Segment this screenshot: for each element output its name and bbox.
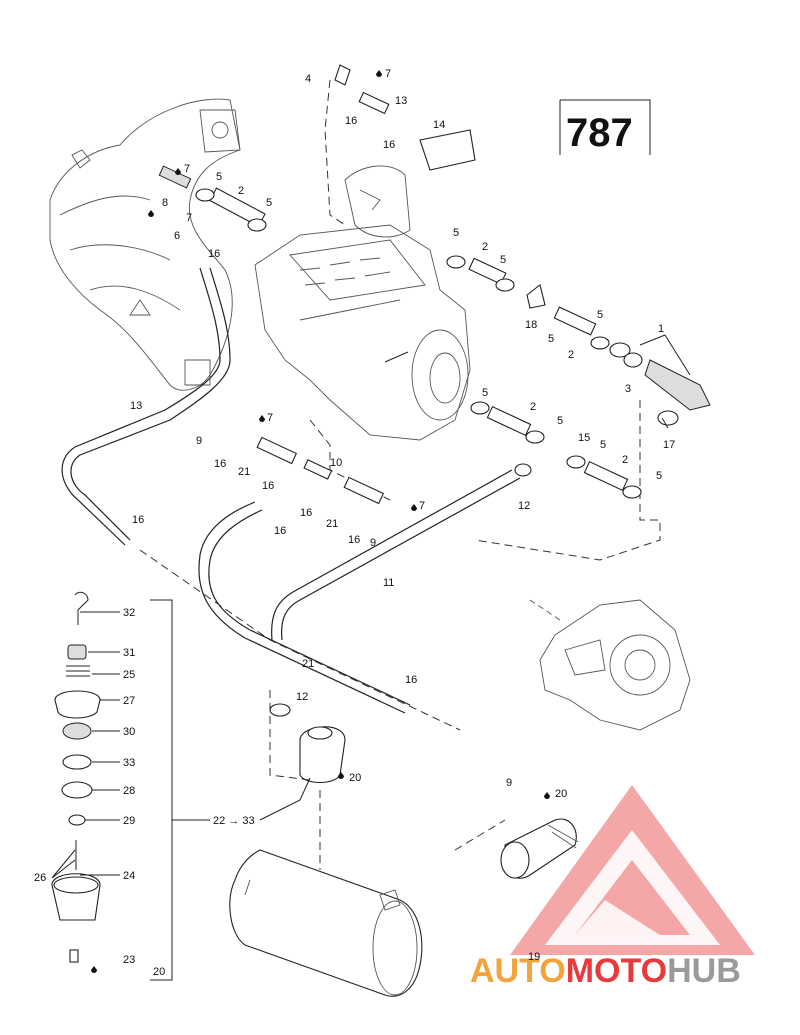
exhaust-manifold	[49, 98, 241, 391]
label-20: 20	[153, 966, 165, 978]
drop-icon	[148, 210, 154, 217]
watermark-word-auto: AUTO	[470, 952, 566, 990]
label-20: 20	[349, 772, 361, 784]
label-5: 5	[482, 387, 488, 399]
label-29: 29	[123, 815, 135, 827]
label-27: 27	[123, 695, 135, 707]
page-number-box: 787	[559, 99, 651, 155]
label-16: 16	[262, 480, 274, 492]
label-16: 16	[348, 534, 360, 546]
watermark-word-moto: MOTO	[566, 952, 667, 990]
label-5: 5	[548, 333, 554, 345]
watermark-word-hub: HUB	[667, 952, 741, 990]
label-5: 5	[656, 470, 662, 482]
label-12: 12	[296, 691, 308, 703]
label-20: 20	[555, 788, 567, 800]
label-16: 16	[383, 139, 395, 151]
label-19: 19	[528, 951, 540, 963]
label-18: 18	[525, 319, 537, 331]
label-28: 28	[123, 785, 135, 797]
hoses	[61, 79, 661, 870]
water-box-tank	[229, 849, 423, 997]
label-9: 9	[370, 537, 376, 549]
label-31: 31	[123, 647, 135, 659]
label-5: 5	[500, 254, 506, 266]
label-5: 5	[266, 197, 272, 209]
drop-icons	[91, 70, 550, 973]
label-5: 5	[600, 439, 606, 451]
label-10: 10	[330, 457, 342, 469]
label-1: 1	[658, 323, 664, 335]
label-4: 4	[305, 73, 311, 85]
drop-icon	[338, 772, 344, 779]
label-30: 30	[123, 726, 135, 738]
label-33: 33	[123, 757, 135, 769]
label-9: 9	[196, 435, 202, 447]
label-7: 7	[186, 212, 192, 224]
label-2: 2	[530, 401, 536, 413]
label-14: 14	[433, 119, 445, 131]
label-21: 21	[238, 466, 250, 478]
label-25: 25	[123, 669, 135, 681]
label-5: 5	[557, 415, 563, 427]
label-13: 13	[395, 95, 407, 107]
label-5: 5	[597, 309, 603, 321]
label-11: 11	[383, 577, 394, 589]
label-21: 21	[302, 658, 314, 670]
label-5: 5	[216, 171, 222, 183]
label-7: 7	[385, 68, 391, 80]
label-32: 32	[123, 607, 135, 619]
page-number: 787	[566, 111, 633, 155]
label-16: 16	[132, 514, 144, 526]
drop-icon	[259, 415, 265, 422]
engine-block	[254, 165, 471, 441]
label-17: 17	[663, 439, 675, 451]
label-16: 16	[274, 525, 286, 537]
label-26: 26	[34, 872, 46, 884]
label-7: 7	[419, 500, 425, 512]
label-7: 7	[267, 412, 273, 424]
label-23: 23	[123, 954, 135, 966]
label-16: 16	[208, 248, 220, 260]
jet-pump-housing	[529, 599, 691, 731]
label-2: 2	[622, 454, 628, 466]
drop-icon	[376, 70, 382, 77]
kit-exploded-view	[51, 591, 210, 981]
label-12: 12	[518, 500, 530, 512]
label-7: 7	[184, 163, 190, 175]
label-2: 2	[482, 241, 488, 253]
label-16: 16	[405, 674, 417, 686]
label-13: 13	[130, 400, 142, 412]
label-15: 15	[578, 432, 590, 444]
label-range: 22 → 33	[213, 815, 255, 827]
label-8: 8	[162, 197, 168, 209]
drop-icon	[91, 966, 97, 973]
watermark-logo: AUTOMOTOHUB	[470, 785, 755, 990]
svg-text:AUTOMOTOHUB: AUTOMOTOHUB	[470, 952, 741, 990]
drop-icon	[544, 792, 550, 799]
label-2: 2	[568, 349, 574, 361]
label-3: 3	[625, 383, 631, 395]
label-2: 2	[238, 185, 244, 197]
fittings	[158, 64, 711, 717]
leader-lines	[51, 334, 691, 879]
part-labels: 4 7 13 16 14 16 7 5 2 5 8 7 6 16 5 2 5 1…	[34, 68, 675, 978]
label-6: 6	[174, 230, 180, 242]
label-16: 16	[300, 507, 312, 519]
label-9: 9	[506, 777, 512, 789]
label-24: 24	[123, 870, 135, 882]
label-5: 5	[453, 227, 459, 239]
water-filter	[500, 818, 579, 879]
label-16: 16	[214, 458, 226, 470]
reservoir-bottle	[299, 726, 346, 784]
label-21: 21	[326, 518, 338, 530]
drop-icon	[175, 168, 181, 175]
label-16: 16	[345, 115, 357, 127]
drop-icon	[411, 504, 417, 511]
